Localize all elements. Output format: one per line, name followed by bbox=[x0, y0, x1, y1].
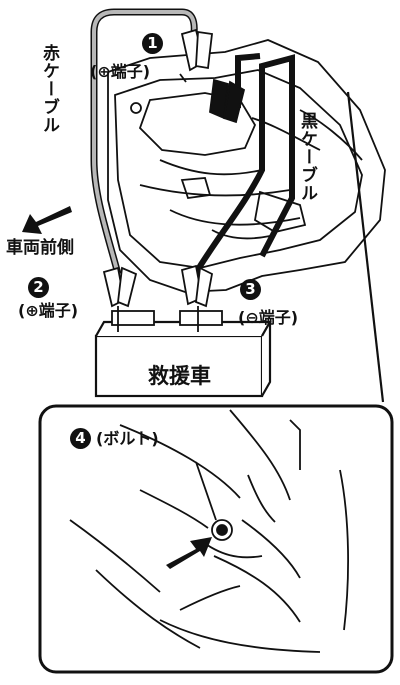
red-clamp-engine bbox=[179, 28, 213, 83]
step-2-label: (⊕端子) bbox=[18, 301, 79, 320]
bolt bbox=[195, 461, 233, 541]
rescue-vehicle-label: 救援車 bbox=[148, 364, 211, 388]
red-cable bbox=[90, 8, 198, 275]
arrow-left-down-icon bbox=[22, 206, 72, 234]
step-4-marker: 4 bbox=[70, 428, 91, 449]
black-clamp-engine bbox=[209, 78, 246, 124]
red-clamp-battery bbox=[102, 266, 138, 332]
arrow-up-right-icon bbox=[166, 537, 212, 569]
step-1-label: (⊕端子) bbox=[90, 62, 151, 81]
red-cable-label: 赤ケーブル bbox=[39, 44, 59, 134]
bolt-inset-parts bbox=[69, 409, 349, 653]
black-cable-label: 黒ケーブル bbox=[297, 112, 317, 202]
step-3-marker: 3 bbox=[240, 279, 261, 300]
rescue-battery bbox=[94, 310, 272, 398]
step-3-label: (⊖端子) bbox=[238, 308, 299, 327]
vehicle-front-label: 車両前側 bbox=[6, 238, 74, 258]
step-2-marker: 2 bbox=[28, 277, 49, 298]
step-1-marker: 1 bbox=[142, 33, 163, 54]
callout-leader-line bbox=[346, 91, 385, 403]
black-clamp-battery bbox=[180, 264, 214, 332]
step-4-label: (ボルト) bbox=[96, 429, 159, 448]
